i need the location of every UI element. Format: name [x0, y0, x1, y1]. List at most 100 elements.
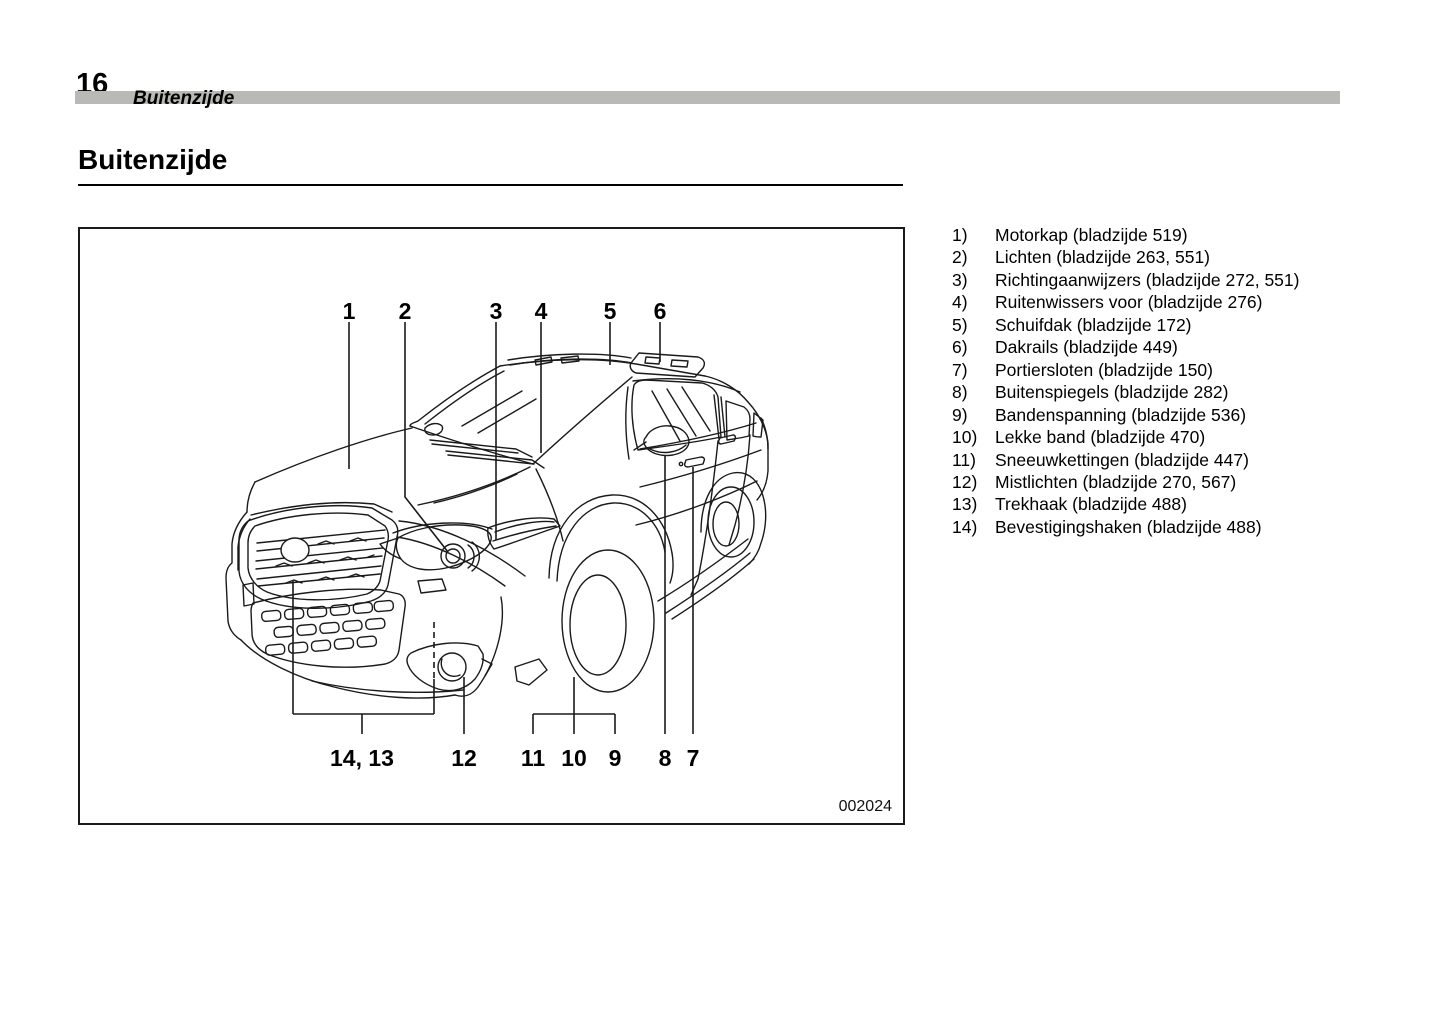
legend-item: 5) Schuifdak (bladzijde 172): [952, 314, 1299, 336]
legend-item-number: 14): [952, 516, 978, 537]
turn-signal-lamp: [487, 517, 561, 550]
rear-door-handle: [717, 434, 737, 445]
fog-light-bezel: [406, 642, 484, 692]
legend-item-number: 13): [952, 494, 978, 515]
legend-item-text: Buitenspiegels (bladzijde 282): [995, 382, 1229, 403]
legend-item-number: 7): [952, 359, 968, 380]
legend-item: 10) Lekke band (bladzijde 470): [952, 426, 1299, 448]
running-header-section: Buitenzijde: [133, 88, 235, 109]
legend-item: 13) Trekhaak (bladzijde 488): [952, 493, 1299, 515]
rear-door-window: [725, 400, 751, 441]
legend-item: 6) Dakrails (bladzijde 449): [952, 336, 1299, 358]
leader-9-10-11: [532, 677, 616, 734]
b-pillar: [713, 394, 726, 440]
far-side-mirror: [424, 422, 444, 436]
page-title: Buitenzijde: [78, 144, 903, 186]
wiper-right: [445, 450, 545, 469]
headlight-projector: [440, 543, 466, 569]
legend-item: 2) Lichten (bladzijde 263, 551): [952, 246, 1299, 268]
front-bumper: [225, 511, 248, 641]
legend-item-number: 4): [952, 292, 968, 313]
beltline: [639, 422, 757, 450]
fog-light: [437, 652, 467, 682]
legend-item-number: 6): [952, 337, 968, 358]
headlight: [395, 524, 492, 571]
legend-item-number: 10): [952, 427, 978, 448]
legend-item-number: 1): [952, 225, 968, 245]
legend-item-text: Bandenspanning (bladzijde 536): [995, 404, 1247, 425]
legend-item: 1) Motorkap (bladzijde 519): [952, 224, 1299, 246]
callout-4: 4: [535, 298, 548, 324]
rear-door-cut: [728, 434, 751, 546]
legend-item-number: 9): [952, 404, 968, 425]
side-mirror: [643, 425, 690, 457]
legend-item-number: 3): [952, 269, 968, 290]
legend-item-text: Sneeuwkettingen (bladzijde 447): [995, 449, 1249, 470]
legend-item-number: 11): [952, 449, 976, 470]
legend-item-text: Trekhaak (bladzijde 488): [995, 494, 1187, 515]
legend-item-text: Bevestigingshaken (bladzijde 488): [995, 516, 1262, 537]
figure-code: 002024: [839, 798, 892, 815]
front-door-window: [631, 379, 722, 451]
callout-labels: 1 2 3 4 5 6 14, 13 12 11 10 9 8 7 002024: [330, 298, 892, 815]
door-lock: [678, 461, 684, 467]
rear-wheel-arch: [700, 471, 765, 533]
legend-item-text: Lichten (bladzijde 263, 551): [995, 247, 1211, 268]
callout-5: 5: [604, 298, 617, 324]
legend-item-text: Lekke band (bladzijde 470): [995, 427, 1206, 448]
roof-crossbar: [629, 352, 706, 378]
legend-item: 7) Portiersloten (bladzijde 150): [952, 359, 1299, 381]
rocker-panel: [665, 552, 751, 614]
rear-tire: [707, 486, 755, 558]
quarter-window: [752, 412, 764, 438]
callout-10: 10: [561, 745, 587, 771]
legend-item-number: 2): [952, 247, 968, 268]
wiper-left: [429, 439, 533, 458]
callout-leader-lines: [292, 322, 694, 734]
far-a-pillar: [417, 365, 501, 422]
callout-6: 6: [654, 298, 667, 324]
leader-2: [404, 322, 449, 553]
callout-8: 8: [659, 745, 672, 771]
lower-grille: [250, 588, 406, 668]
cowl: [409, 425, 534, 465]
callout-14-13: 14, 13: [330, 745, 394, 771]
header-rule-bar: [75, 91, 1340, 104]
legend-item: 4) Ruitenwissers voor (bladzijde 276): [952, 291, 1299, 313]
legend-item-number: 5): [952, 314, 968, 335]
front-door-handle: [683, 456, 706, 468]
legend-list: 1) Motorkap (bladzijde 519) 2) Lichten (bl…: [952, 224, 1299, 538]
legend-item-text: Dakrails (bladzijde 449): [995, 337, 1178, 358]
legend-item-text: Ruitenwissers voor (bladzijde 276): [995, 292, 1263, 313]
callout-9: 9: [609, 745, 622, 771]
legend-item: 11) Sneeuwkettingen (bladzijde 447): [952, 449, 1299, 471]
legend-item-text: Motorkap (bladzijde 519): [995, 225, 1188, 245]
roof-rail: [507, 353, 632, 361]
legend-item: 9) Bandenspanning (bladzijde 536): [952, 404, 1299, 426]
sunroof-deflector: [534, 356, 553, 366]
exterior-diagram-figure: 1 2 3 4 5 6 14, 13 12 11 10 9 8 7 002024: [78, 227, 905, 825]
callout-2: 2: [399, 298, 412, 324]
front-tire: [561, 549, 655, 693]
legend-item-number: 8): [952, 382, 968, 403]
legend-item: 3) Richtingaanwijzers (bladzijde 272, 551…: [952, 269, 1299, 291]
exterior-car-diagram: 1 2 3 4 5 6 14, 13 12 11 10 9 8 7 002024: [225, 298, 892, 815]
hood-edge: [254, 427, 413, 483]
legend-item: 12) Mistlichten (bladzijde 270, 567): [952, 471, 1299, 493]
callout-12: 12: [451, 745, 477, 771]
legend-item: 8) Buitenspiegels (bladzijde 282): [952, 381, 1299, 403]
legend-item: 14) Bevestigingshaken (bladzijde 488): [952, 516, 1299, 538]
grille: [238, 504, 399, 609]
legend-item-text: Richtingaanwijzers (bladzijde 272, 551): [995, 269, 1300, 290]
leader-13-14: [292, 581, 435, 734]
legend-item-number: 12): [952, 471, 978, 492]
legend-item-text: Schuifdak (bladzijde 172): [995, 314, 1192, 335]
callout-7: 7: [687, 745, 700, 771]
car-illustration: [225, 352, 769, 699]
legend-item-text: Portiersloten (bladzijde 150): [995, 359, 1213, 380]
legend-item-text: Mistlichten (bladzijde 270, 567): [995, 471, 1237, 492]
a-pillar: [532, 376, 633, 465]
front-wheel-arch: [548, 494, 673, 579]
callout-3: 3: [490, 298, 503, 324]
